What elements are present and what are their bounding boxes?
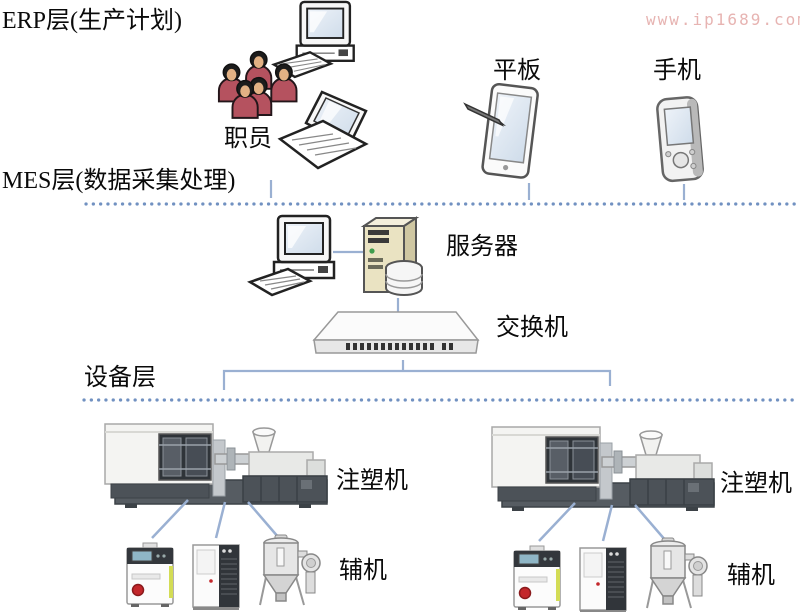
auxiliary-right-label: 辅机	[727, 563, 775, 589]
server-label: 服务器	[446, 234, 518, 260]
watermark-text: www.ip1689.com	[646, 10, 800, 29]
phone-label: 手机	[653, 58, 701, 84]
machine-cell-left	[105, 424, 327, 610]
staff-label: 职员	[224, 126, 272, 152]
mes-layer-label: MES层(数据采集处理)	[2, 168, 236, 194]
tablet-label: 平板	[493, 58, 541, 84]
switch-label: 交换机	[496, 315, 568, 341]
erp-layer-label: ERP层(生产计划)	[2, 8, 182, 34]
injection-machine-right-label: 注塑机	[720, 471, 792, 497]
device-layer-label: 设备层	[84, 365, 156, 391]
machine-cell-right	[492, 427, 714, 612]
auxiliary-left-label: 辅机	[339, 558, 387, 584]
injection-machine-left-label: 注塑机	[336, 468, 408, 494]
branch-to-machines-line	[222, 369, 612, 390]
